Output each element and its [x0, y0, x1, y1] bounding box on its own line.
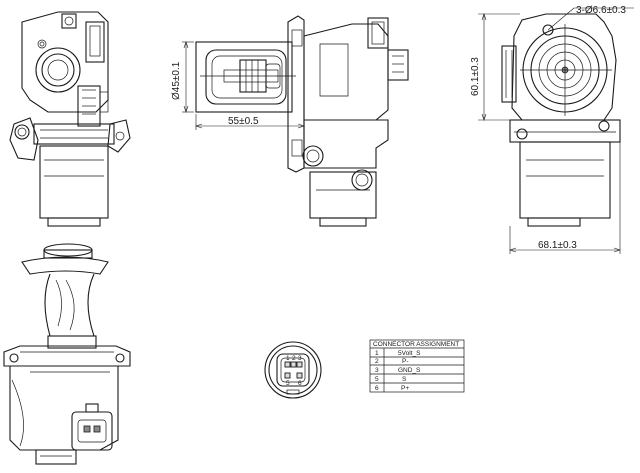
connector-face-view: 1 2 3 5 6: [264, 341, 322, 399]
pin-number-2: 2: [292, 355, 296, 362]
left-front-view: [9, 11, 131, 227]
table-signal-6: P+: [401, 385, 409, 392]
table-title: CONNECTOR ASSIGNMENT: [373, 341, 459, 348]
dim-flange-length: 55±0.5: [228, 116, 259, 127]
pin-number-5: 5: [286, 380, 290, 387]
bottom-left-view: [3, 243, 131, 465]
table-pin-6: 6: [375, 385, 379, 392]
connector-assignment-table: CONNECTOR ASSIGNMENT 1 5Volt_S 2 P- 3 GN…: [369, 339, 465, 393]
dim-bore-diameter: Ø45±0.1: [171, 61, 182, 100]
center-side-view: Ø45±0.1 55±0.5: [171, 15, 409, 227]
pin-number-1: 1: [286, 355, 290, 362]
dim-total-width: 68.1±0.3: [538, 240, 577, 251]
dim-center-height: 60.1±0.3: [470, 57, 481, 96]
pin-number-3: 3: [298, 355, 302, 362]
table-pin-1: 1: [375, 350, 379, 357]
table-signal-2: P-: [402, 358, 409, 365]
right-end-view: 3-Ø6.6±0.3 60.1±0.3 68.1±0.3: [470, 5, 634, 254]
table-signal-5: S: [402, 376, 407, 383]
dim-holes: 3-Ø6.6±0.3: [576, 5, 626, 16]
table-pin-5: 5: [375, 376, 379, 383]
pin-number-6: 6: [298, 380, 302, 387]
table-signal-1: 5Volt_S: [398, 350, 421, 357]
table-pin-3: 3: [375, 367, 379, 374]
table-pin-2: 2: [375, 358, 379, 365]
table-signal-3: GND_S: [398, 367, 421, 374]
